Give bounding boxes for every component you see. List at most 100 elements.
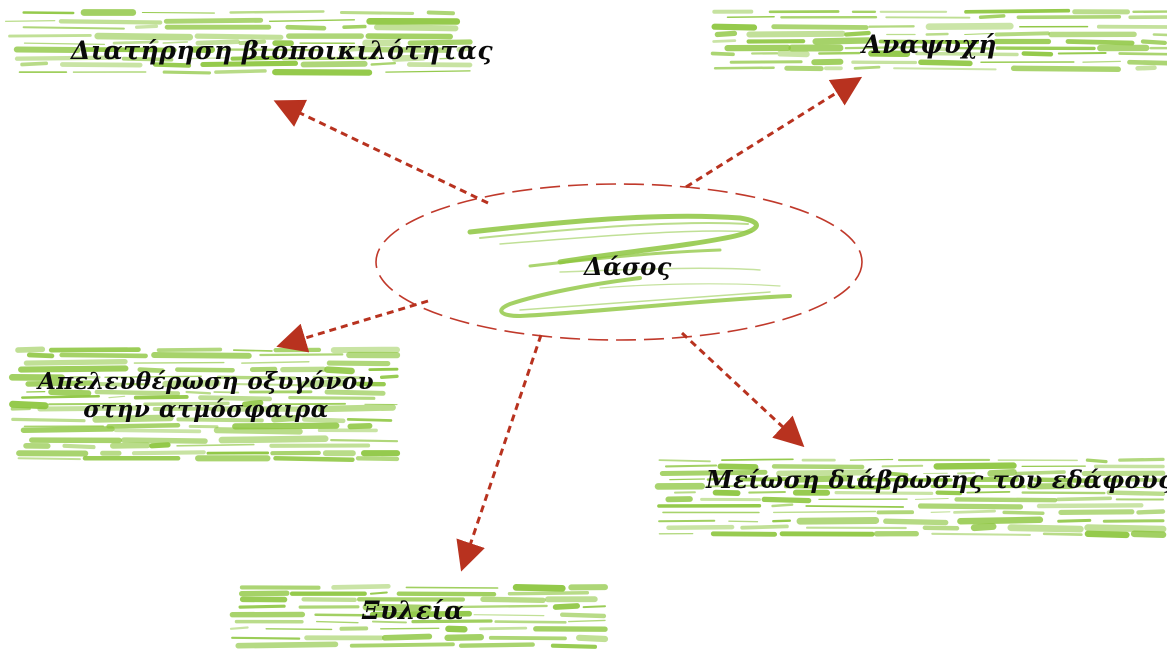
brush-streak (65, 446, 94, 447)
brush-streak (764, 499, 809, 500)
brush-streak (448, 637, 481, 638)
brush-streak (381, 628, 439, 629)
brush-streak (275, 72, 369, 73)
brush-streak (429, 13, 453, 14)
brush-streak (1087, 460, 1106, 462)
brush-streak (974, 527, 993, 528)
brush-streak (159, 350, 221, 351)
label-oxygen-line-1: Απελευθέρωση οξυγόνου (38, 368, 374, 396)
brush-streak (1039, 505, 1141, 506)
brush-streak (474, 615, 544, 616)
brush-streak (331, 440, 397, 441)
brush-streak (1014, 68, 1118, 69)
brush-streak (152, 445, 168, 446)
brush-streak (399, 594, 494, 595)
label-recreation-line-1: Αναψυχή (862, 30, 997, 60)
brush-streak (12, 409, 29, 410)
brush-streak (584, 606, 605, 607)
center-label: Δάσος (584, 253, 672, 282)
brush-streak (1018, 17, 1119, 18)
arrow-to-biodiversity (279, 103, 488, 203)
brush-streak (51, 350, 138, 351)
brush-streak (553, 646, 595, 647)
brush-streak (669, 527, 733, 528)
brush-streak (1130, 62, 1167, 63)
brush-streak (731, 62, 801, 63)
brush-streak (242, 362, 309, 363)
brush-streak (915, 499, 948, 500)
brush-streak (997, 33, 1048, 34)
brush-streak (352, 644, 453, 645)
brush-streak (981, 16, 1004, 17)
brush-streak (816, 40, 869, 41)
brush-streak (1138, 68, 1155, 69)
brush-streak (729, 521, 758, 522)
brush-streak (19, 458, 80, 459)
brush-streak (960, 520, 1040, 521)
brush-streak (24, 27, 124, 28)
brush-streak (238, 644, 335, 645)
brush-streak (562, 615, 604, 616)
brush-streak (556, 606, 578, 607)
brush-streak (6, 21, 55, 22)
brush-streak (382, 376, 397, 377)
brush-streak (579, 638, 605, 639)
brush-streak (773, 505, 793, 506)
brush-streak (235, 426, 336, 427)
brush-streak (24, 429, 112, 430)
brush-streak (670, 479, 705, 480)
brush-streak (62, 355, 146, 356)
brush-streak (344, 27, 365, 28)
brush-streak (932, 534, 1030, 535)
brush-streak (491, 638, 565, 639)
brush-streak (371, 593, 387, 594)
brush-streak (448, 629, 464, 630)
brush-streak (1061, 512, 1132, 513)
brush-streak (966, 11, 1068, 12)
brush-streak (142, 13, 214, 14)
brush-streak (855, 67, 879, 68)
brush-streak (1120, 459, 1163, 460)
label-erosion-line-1: Μείωση διάβρωσης του εδάφους (706, 466, 1167, 495)
brush-streak (714, 41, 735, 42)
brush-streak (957, 499, 1055, 500)
brush-streak (1068, 42, 1132, 44)
label-oxygen: Απελευθέρωση οξυγόνου στην ατμόσφαιρα (38, 368, 374, 423)
brush-streak (124, 440, 205, 441)
brush-streak (1011, 528, 1080, 529)
brush-streak (1139, 512, 1164, 513)
brush-streak (1083, 61, 1120, 62)
brush-streak (240, 606, 284, 607)
brush-streak (342, 13, 413, 14)
label-erosion: Μείωση διάβρωσης του εδάφους (706, 466, 1167, 495)
brush-streak (1120, 54, 1167, 55)
brush-streak (1004, 512, 1043, 513)
brush-streak (232, 638, 299, 639)
brush-streak (231, 628, 248, 629)
arrow-to-timber (463, 335, 541, 566)
brush-streak (61, 21, 160, 22)
brush-streak (749, 34, 842, 35)
brush-streak (134, 363, 223, 364)
brush-streak (481, 628, 526, 629)
brush-streak (217, 430, 300, 431)
brush-streak (850, 460, 892, 461)
brush-streak (1024, 54, 1051, 55)
brush-streak (24, 13, 73, 14)
brush-streak (773, 521, 790, 522)
brush-streak (728, 17, 775, 18)
brush-streak (715, 27, 754, 28)
brush-streak (742, 526, 787, 527)
brush-streak (894, 68, 996, 69)
label-biodiversity: Διατήρηση βιοποικιλότητας (71, 36, 493, 66)
brush-streak (134, 452, 204, 453)
brush-streak (715, 68, 774, 69)
brush-streak (921, 506, 1021, 507)
brush-streak (270, 20, 355, 22)
brush-streak (216, 71, 265, 72)
brush-streak (231, 12, 324, 13)
brush-streak (722, 459, 793, 460)
brush-streak (154, 355, 249, 356)
brush-streak (929, 26, 1010, 27)
